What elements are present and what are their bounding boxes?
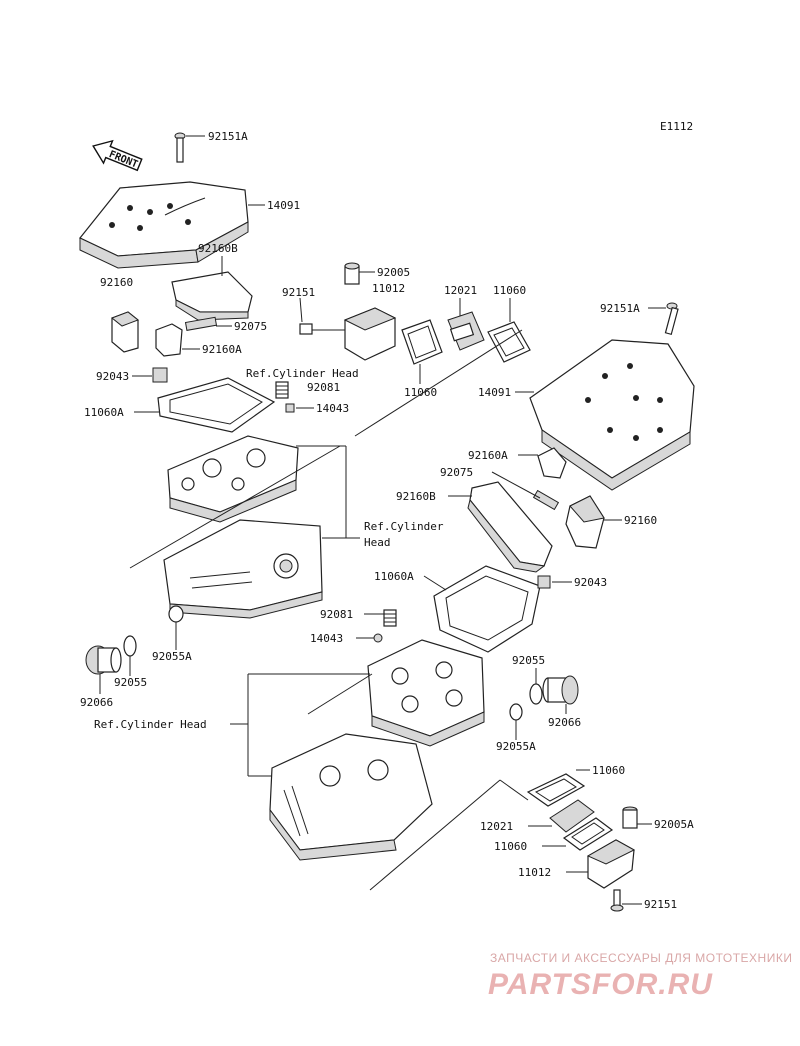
cap-92043-right (537, 575, 551, 589)
label-92005A: 92005A (654, 818, 694, 831)
label-11060-low-2: 11060 (494, 840, 527, 853)
label-92055-right: 92055 (512, 654, 545, 667)
label-14043-bottom: 14043 (310, 632, 343, 645)
cover-92160-top (111, 311, 139, 353)
label-11012-top: 11012 (372, 282, 405, 295)
label-14091-top: 14091 (267, 199, 300, 212)
front-arrow-icon: FRONT (92, 139, 143, 172)
cover-92160-right (565, 495, 605, 549)
label-92066-right: 92066 (548, 716, 581, 729)
label-11060A-top: 11060A (84, 406, 124, 419)
label-92075-right: 92075 (440, 466, 473, 479)
label-92081-bottom: 92081 (320, 608, 353, 621)
label-92055A-right: 92055A (496, 740, 536, 753)
cover-92160B-right (467, 481, 553, 573)
label-92005: 92005 (377, 266, 410, 279)
label-14091-right: 14091 (478, 386, 511, 399)
rocker-cover-front (529, 339, 695, 491)
cylinder-head-upper (167, 435, 299, 523)
label-92160A-right: 92160A (468, 449, 508, 462)
label-ref-cylinder-head-1: Ref.Cylinder Head (246, 367, 359, 380)
cover-92160A-top (155, 323, 183, 357)
reed-valve-12021-low (549, 799, 595, 833)
rocker-cover-rear (79, 181, 249, 269)
reed-valve-12021-top (447, 311, 485, 351)
label-92160A-top: 92160A (202, 343, 242, 356)
gasket-11060-low-2 (562, 817, 614, 851)
cylinder-head-block-lower (269, 733, 433, 861)
cylinder-head-lower (367, 639, 485, 747)
label-92043-top: 92043 (96, 370, 129, 383)
label-92160-right: 92160 (624, 514, 657, 527)
label-92081-top: 92081 (307, 381, 340, 394)
bolt-92151A-right (664, 302, 679, 336)
label-92151-low: 92151 (644, 898, 677, 911)
oring-92055-left (123, 635, 137, 657)
fitting-92005A (622, 806, 638, 829)
bolt-92151-low (610, 889, 624, 912)
watermark-logo: PARTSFOR.RU (488, 968, 713, 1001)
fitting-92005-top (344, 262, 360, 285)
label-11060-top-mid: 11060 (404, 386, 437, 399)
bolt-92151A-top (174, 132, 186, 163)
gasket-11060-top-right (487, 321, 531, 363)
label-92066-left: 92066 (80, 696, 113, 709)
label-14043-top: 14043 (316, 402, 349, 415)
label-12021-top: 12021 (444, 284, 477, 297)
spring-92081-bottom (383, 609, 397, 627)
label-ref-cylinder-head-2a: Ref.Cylinder (364, 520, 444, 533)
cover-92160B-top (171, 271, 253, 321)
oring-92055A-left (168, 605, 184, 623)
diagram-code: E1112 (660, 120, 693, 133)
label-92160B-top: 92160B (198, 242, 238, 255)
label-92055-left: 92055 (114, 676, 147, 689)
label-92043-right: 92043 (574, 576, 607, 589)
label-11012-low: 11012 (518, 866, 551, 879)
label-92055A-left: 92055A (152, 650, 192, 663)
spring-92081-top (275, 381, 289, 399)
cover-92160A-right (537, 447, 567, 479)
label-92151-top: 92151 (282, 286, 315, 299)
label-11060-top-right: 11060 (493, 284, 526, 297)
watermark-tagline: ЗАПЧАСТИ И АКСЕССУАРЫ ДЛЯ МОТОТЕХНИКИ (490, 951, 792, 965)
pin-14043-top (285, 403, 295, 413)
cylinder-head-block-upper (163, 519, 323, 619)
oring-92055-right (529, 683, 543, 705)
label-92160-top: 92160 (100, 276, 133, 289)
pipe-11012-top (299, 307, 397, 361)
label-ref-cylinder-head-3: Ref.Cylinder Head (94, 718, 207, 731)
gasket-11060-low-1 (526, 773, 586, 807)
damper-92075-right (532, 489, 560, 511)
adapter-92066-right (542, 675, 579, 705)
gasket-11060-top-mid (401, 319, 443, 365)
label-12021-low: 12021 (480, 820, 513, 833)
label-92075-top: 92075 (234, 320, 267, 333)
pin-14043-bottom (373, 633, 383, 643)
label-92160B-right: 92160B (396, 490, 436, 503)
label-11060-low-1: 11060 (592, 764, 625, 777)
label-ref-cylinder-head-2b: Head (364, 536, 391, 549)
label-92151A-right: 92151A (600, 302, 640, 315)
cap-92043-top (152, 367, 168, 383)
pipe-11012-low (586, 839, 636, 889)
gasket-11060A-right (433, 565, 541, 653)
label-92151A-top: 92151A (208, 130, 248, 143)
adapter-92066-left (85, 645, 122, 675)
damper-92075-top (184, 316, 218, 331)
oring-92055A-right (509, 703, 523, 721)
label-11060A-right: 11060A (374, 570, 414, 583)
gasket-11060A-top (157, 377, 276, 433)
